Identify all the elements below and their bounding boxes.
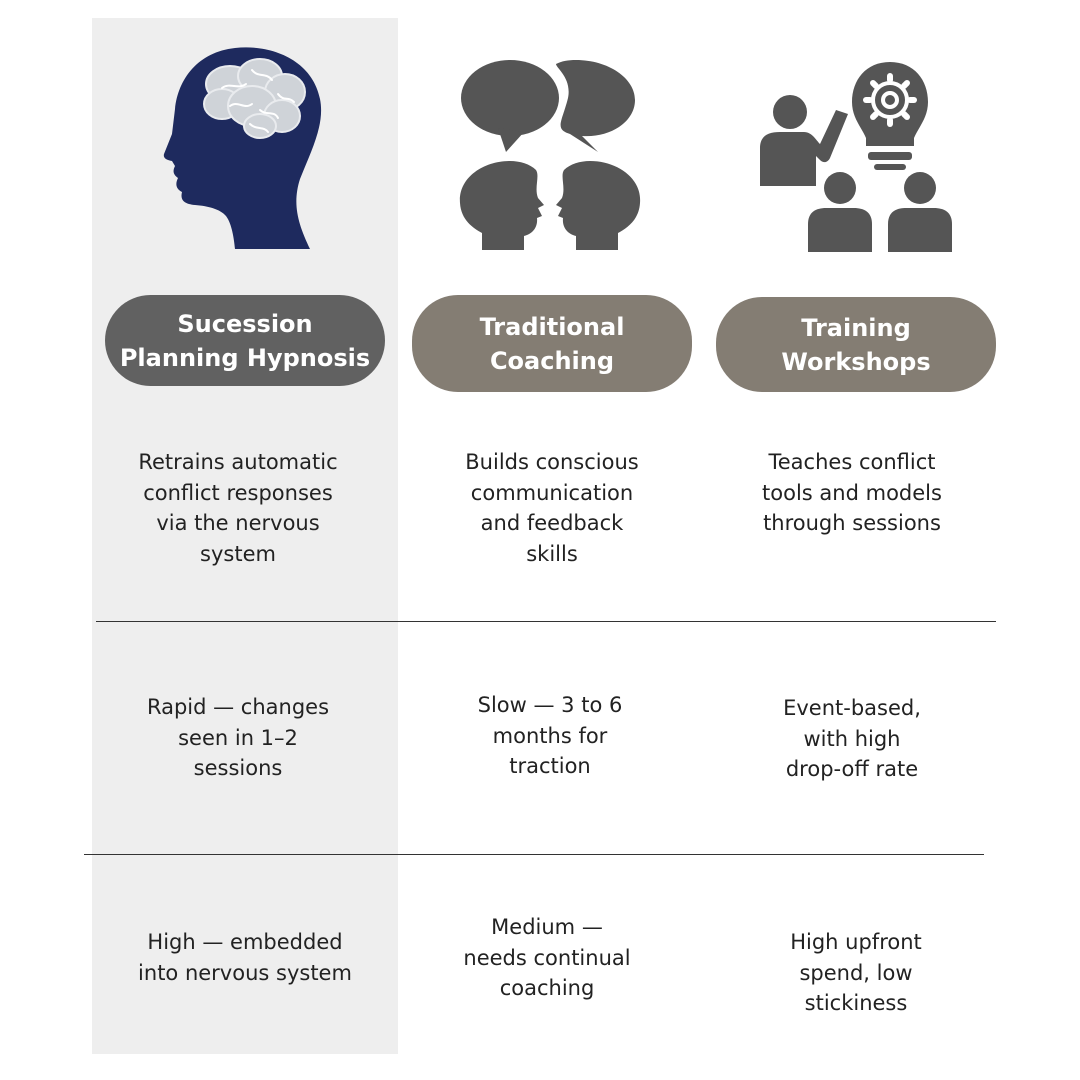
brain-head-icon [160,44,330,252]
row-divider-2 [84,854,984,855]
conversation-heads-icon [458,58,642,252]
row-divider-1 [96,621,996,622]
presenter-lightbulb-icon [758,58,956,254]
